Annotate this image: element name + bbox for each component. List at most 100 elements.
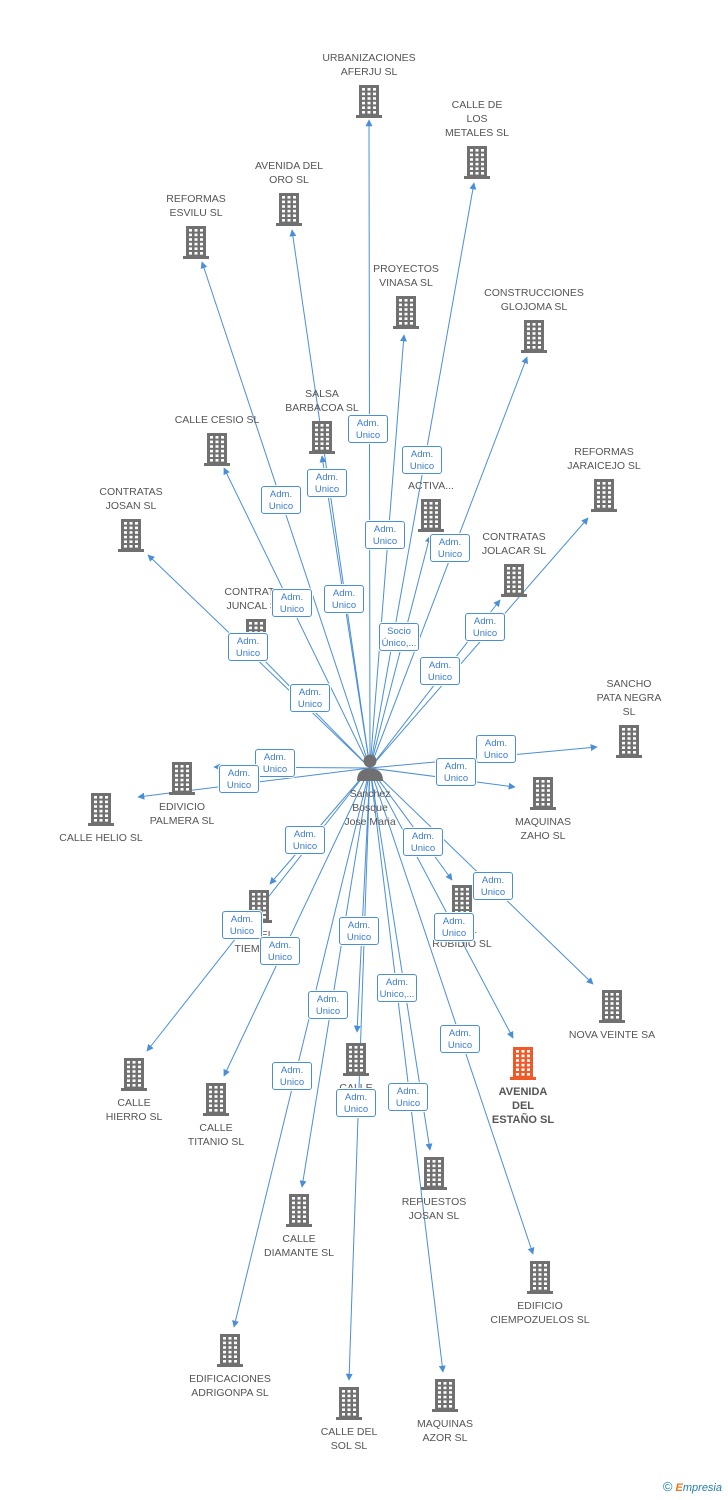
relation-label[interactable]: Adm. Unico: [436, 758, 476, 786]
building-icon: [169, 762, 195, 795]
company-label: MAQUINAS AZOR SL: [416, 1418, 473, 1444]
company-node-edificio-ciempozuelos[interactable]: EDIFICIO CIEMPOZUELOS SL: [485, 1259, 595, 1327]
person-name: Sanchez Bosque Jose Maria: [344, 788, 396, 828]
company-node-nova-veinte[interactable]: NOVA VEINTE SA: [557, 988, 667, 1042]
building-icon: [286, 1194, 312, 1227]
relation-label[interactable]: Adm. Unico: [365, 521, 405, 549]
company-node-calle-cesio[interactable]: CALLE CESIO SL: [162, 413, 272, 467]
building-icon: [501, 564, 527, 597]
relation-label[interactable]: Adm. Unico: [219, 765, 259, 793]
company-label: AVENIDA DEL ESTAÑO SL: [491, 1086, 555, 1126]
relation-label[interactable]: Adm. Unico: [308, 991, 348, 1019]
relation-label[interactable]: Adm. Unico: [290, 684, 330, 712]
company-label: REPUESTOS JOSAN SL: [401, 1196, 467, 1222]
company-node-repuestos-josan[interactable]: REPUESTOS JOSAN SL: [379, 1155, 489, 1223]
copyright-symbol: ©: [662, 1479, 673, 1494]
company-node-edivicio-palmera[interactable]: EDIVICIO PALMERA SL: [127, 760, 237, 828]
building-icon: [88, 793, 114, 826]
company-node-construcciones-glojoma[interactable]: CONSTRUCCIONES GLOJOMA SL: [479, 286, 589, 354]
relation-label[interactable]: Adm. Unico: [324, 585, 364, 613]
company-label: REFORMAS ESVILU SL: [166, 193, 226, 219]
building-icon: [521, 320, 547, 353]
company-label: CALLE DEL SOL SL: [320, 1426, 378, 1452]
company-node-contratas-josan[interactable]: CONTRATAS JOSAN SL: [76, 485, 186, 553]
company-node-salsa-barbacoa[interactable]: SALSA BARBACOA SL: [267, 387, 377, 455]
relation-label[interactable]: Adm. Unico: [222, 911, 262, 939]
company-label: CALLE TITANIO SL: [187, 1122, 245, 1148]
building-icon: [121, 1058, 147, 1091]
person-node[interactable]: Sanchez Bosque Jose Maria: [330, 752, 410, 829]
company-node-calle-titanio[interactable]: CALLE TITANIO SL: [161, 1081, 271, 1149]
company-label: EDIFICACIONES ADRIGONPA SL: [189, 1373, 271, 1399]
company-node-maquinas-azor[interactable]: MAQUINAS AZOR SL: [390, 1377, 500, 1445]
relation-label[interactable]: Adm. Unico: [336, 1089, 376, 1117]
building-icon: [336, 1387, 362, 1420]
person-icon: [357, 754, 383, 781]
building-icon: [276, 193, 302, 226]
company-label: AVENIDA DEL ORO SL: [254, 160, 324, 186]
company-label: EDIVICIO PALMERA SL: [149, 801, 215, 827]
building-icon: [343, 1043, 369, 1076]
relation-label[interactable]: Adm. Unico: [339, 917, 379, 945]
relation-label[interactable]: Adm. Unico: [348, 415, 388, 443]
relation-label[interactable]: Adm. Unico: [465, 613, 505, 641]
relation-label[interactable]: Adm. Unico: [260, 937, 300, 965]
edge-calle-diamante: [299, 767, 371, 1188]
company-node-calle-de-los-metales[interactable]: CALLE DE LOS METALES SL: [422, 98, 532, 180]
company-node-reformas-esvilu[interactable]: REFORMAS ESVILU SL: [141, 192, 251, 260]
company-label: CALLE HIERRO SL: [105, 1097, 163, 1123]
company-label: CALLE DIAMANTE SL: [263, 1233, 334, 1259]
relation-label[interactable]: Adm. Unico: [440, 1025, 480, 1053]
company-label: CONTRATAS JOSAN SL: [99, 486, 163, 512]
edge-edificio-ciempozuelos: [369, 767, 535, 1255]
edge-activa: [369, 535, 432, 769]
company-label: SANCHO PATA NEGRA SL: [596, 678, 662, 718]
company-node-urbanizaciones-aferju[interactable]: URBANIZACIONES AFERJU SL: [314, 51, 424, 119]
company-node-maquinas-zaho[interactable]: MAQUINAS ZAHO SL: [488, 775, 598, 843]
relation-label[interactable]: Adm. Unico: [403, 828, 443, 856]
relation-label[interactable]: Adm. Unico: [272, 1062, 312, 1090]
relation-label[interactable]: Adm. Unico: [388, 1083, 428, 1111]
relation-label[interactable]: Adm. Unico: [420, 657, 460, 685]
company-node-calle-diamante[interactable]: CALLE DIAMANTE SL: [244, 1192, 354, 1260]
relation-label[interactable]: Adm. Unico: [261, 486, 301, 514]
relation-label[interactable]: Adm. Unico: [473, 872, 513, 900]
edge-calle-c: [353, 767, 371, 1033]
company-label: CONSTRUCCIONES GLOJOMA SL: [484, 287, 584, 313]
edge-urbanizaciones-aferju: [365, 119, 373, 769]
building-icon: [421, 1157, 447, 1190]
relation-label[interactable]: Adm. Unico: [402, 446, 442, 474]
company-node-calle-helio[interactable]: CALLE HELIO SL: [46, 791, 156, 845]
company-label: MAQUINAS ZAHO SL: [514, 816, 571, 842]
building-icon: [591, 479, 617, 512]
building-icon: [203, 1083, 229, 1116]
edge-rubidio: [369, 767, 453, 881]
brand-initial: E: [675, 1482, 683, 1494]
company-node-contratas-jolacar[interactable]: CONTRATAS JOLACAR SL: [459, 530, 569, 598]
relation-label[interactable]: Adm. Unico: [430, 534, 470, 562]
company-node-reformas-jaraicejo[interactable]: REFORMAS JARAICEJO SL: [549, 445, 659, 513]
company-node-avenida-del-oro[interactable]: AVENIDA DEL ORO SL: [234, 159, 344, 227]
relation-label[interactable]: Socio Único,...: [379, 623, 419, 651]
company-node-rubidio[interactable]: ...DEL RUBIDIO SL: [407, 883, 517, 951]
relation-label[interactable]: Adm. Unico: [476, 735, 516, 763]
company-node-proyectos-vinasa[interactable]: PROYECTOS VINASA SL: [351, 262, 461, 330]
building-icon: [616, 725, 642, 758]
relation-label[interactable]: Adm. Unico: [307, 469, 347, 497]
company-node-avenida-del-estano[interactable]: AVENIDA DEL ESTAÑO SL: [468, 1045, 578, 1127]
relation-label[interactable]: Adm. Unico: [272, 589, 312, 617]
company-node-calle-hierro[interactable]: CALLE HIERRO SL: [79, 1056, 189, 1124]
building-icon: [510, 1047, 536, 1080]
relation-label[interactable]: Adm. Unico: [285, 826, 325, 854]
company-label: CALLE CESIO SL: [174, 414, 260, 426]
edge-calle-de-los-metales: [369, 182, 477, 769]
company-node-edificaciones-adrigonpa[interactable]: EDIFICACIONES ADRIGONPA SL: [175, 1332, 285, 1400]
edge-avenida-del-estano: [369, 767, 514, 1039]
relation-label[interactable]: Adm. Unico,...: [377, 974, 417, 1002]
building-icon: [204, 433, 230, 466]
relation-label[interactable]: Adm. Unico: [255, 749, 295, 777]
company-node-calle-del-sol[interactable]: CALLE DEL SOL SL: [294, 1385, 404, 1453]
company-node-sancho-pata-negra[interactable]: SANCHO PATA NEGRA SL: [574, 677, 684, 759]
relation-label[interactable]: Adm. Unico: [228, 633, 268, 661]
relation-label[interactable]: Adm. Unico: [434, 913, 474, 941]
